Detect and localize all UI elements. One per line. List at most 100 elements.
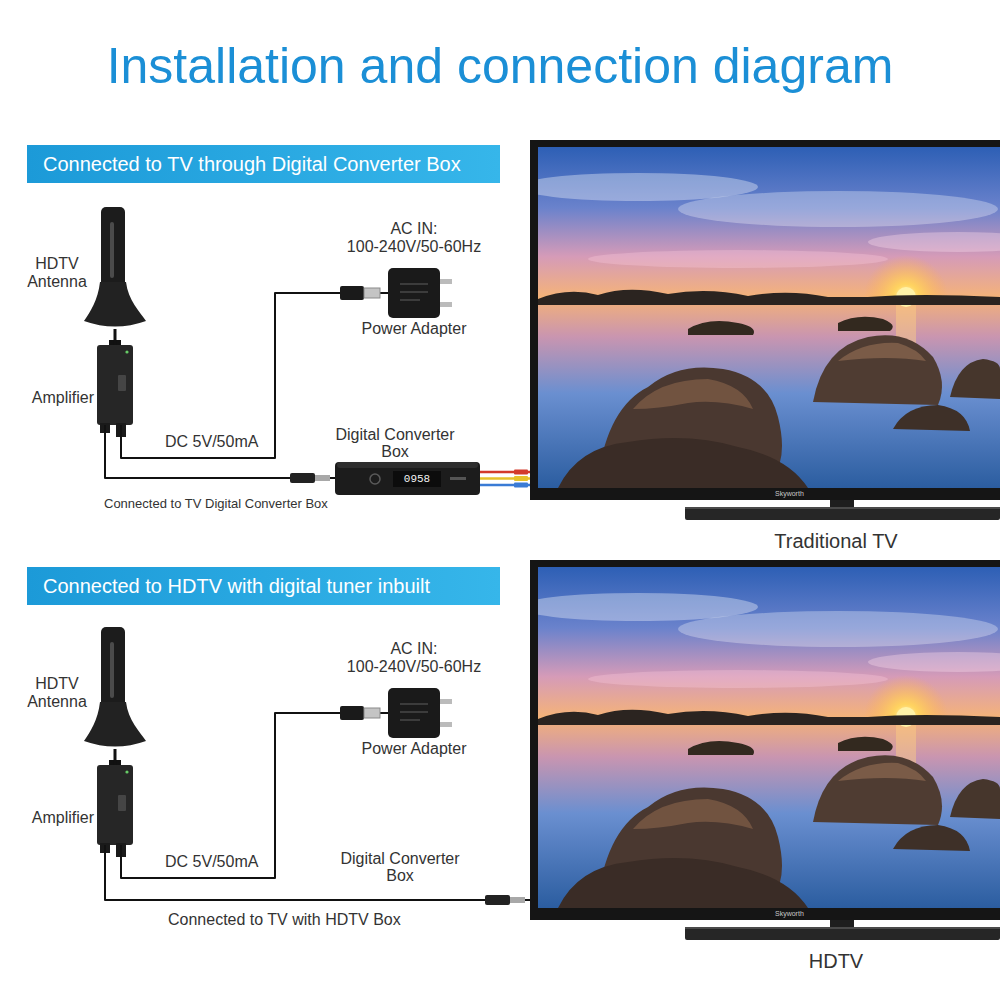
- power-adapter: AC IN: 100-240V/50-60HzPower Adapter: [388, 688, 440, 738]
- tv-set: HDTVSkyworth: [530, 560, 1000, 940]
- text-word: HDTV: [35, 255, 79, 272]
- text-word: TV: [872, 530, 898, 552]
- text-word: 100-240V/50-60Hz: [347, 238, 481, 255]
- converter-box: Digital Converter Box0958: [335, 462, 480, 495]
- device-label: Amplifier: [32, 389, 94, 407]
- text-word: Converter: [333, 153, 421, 175]
- antenna-cable: [114, 329, 117, 345]
- coax-plug: [290, 473, 315, 483]
- cable-label: DC 5V/50mA: [165, 853, 258, 871]
- text-word: tuner: [327, 575, 373, 597]
- device-label: Digital Converter Box: [335, 426, 455, 460]
- usb-plug: [340, 286, 364, 300]
- coax-plug-tip: [510, 897, 525, 903]
- power-cable: [121, 293, 388, 458]
- text-word: Connected: [104, 496, 167, 511]
- brand-logo: Skyworth: [775, 489, 804, 498]
- text-word: Box: [373, 911, 401, 928]
- text-word: 5V/50mA: [193, 433, 259, 450]
- text-word: inbuilt: [378, 575, 430, 597]
- text-word: Digital: [335, 426, 379, 443]
- cable: [121, 706, 388, 878]
- text-word: DC: [165, 433, 188, 450]
- cable-label: Connected to TV Digital Converter Box: [104, 496, 328, 511]
- device-label: Amplifier: [32, 809, 94, 827]
- text-word: Skyworth: [775, 490, 804, 497]
- text-word: 5V/50mA: [193, 853, 259, 870]
- text-word: AC: [390, 640, 412, 657]
- text-word: Antenna: [27, 273, 87, 290]
- tv-picture: [518, 560, 1000, 940]
- text-word: Digital: [205, 496, 241, 511]
- rca-plug: [514, 483, 528, 488]
- diagram-title: Installation and connection diagram: [0, 36, 1000, 96]
- text-word: to: [145, 575, 162, 597]
- converter-box-display: [393, 471, 441, 487]
- antenna: HDTV Antenna: [84, 627, 146, 749]
- coax-cable: [105, 845, 530, 900]
- text-word: TV: [267, 911, 287, 928]
- cable-label: Connected to TV with HDTV Box: [168, 911, 401, 929]
- text-word: 100-240V/50-60Hz: [347, 658, 481, 675]
- text-word: Installation: [107, 38, 346, 94]
- text-word: HDTV: [168, 575, 222, 597]
- cable: [105, 845, 530, 905]
- text-word: DC: [165, 853, 188, 870]
- device-label: Power Adapter: [334, 320, 494, 338]
- tv-picture: [518, 140, 1000, 520]
- coax-plug: [485, 895, 510, 905]
- rca-plug: [514, 476, 528, 481]
- text-word: Power: [362, 320, 407, 337]
- cable: [121, 286, 388, 458]
- amplifier: Amplifier: [97, 345, 133, 425]
- tv-set: Traditional TVSkyworth: [530, 140, 1000, 520]
- rca-plug: [514, 470, 528, 475]
- text-word: and: [360, 38, 443, 94]
- text-word: Power: [362, 740, 407, 757]
- converter-box-mark: [450, 477, 466, 480]
- brand-logo: Skyworth: [775, 909, 804, 918]
- text-word: Box: [426, 153, 460, 175]
- coax-plug-tip: [315, 475, 330, 481]
- text-word: IN:: [417, 640, 437, 657]
- text-word: to: [145, 153, 162, 175]
- cable: [115, 329, 116, 345]
- text-word: HDTV: [325, 911, 369, 928]
- cable: [115, 749, 116, 765]
- device-label: AC IN: 100-240V/50-60Hz: [334, 640, 494, 676]
- text-word: Box: [305, 496, 327, 511]
- text-word: Adapter: [410, 740, 466, 757]
- text-word: TV: [167, 153, 193, 175]
- text-word: Converter: [384, 426, 454, 443]
- display-digits: 0958: [393, 471, 441, 487]
- text-word: Connected: [43, 575, 140, 597]
- text-word: HDTV: [809, 950, 863, 972]
- text-word: Box: [386, 867, 414, 884]
- text-word: digital: [269, 575, 321, 597]
- antenna: HDTV Antenna: [84, 207, 146, 329]
- power-adapter: AC IN: 100-240V/50-60HzPower Adapter: [388, 268, 440, 318]
- coax-cable: [105, 425, 335, 478]
- text-word: to: [171, 496, 182, 511]
- band-heading: Connected to HDTV with digital tuner inb…: [43, 567, 430, 605]
- text-word: Adapter: [410, 320, 466, 337]
- text-word: Digital: [272, 153, 328, 175]
- cable-label: DC 5V/50mA: [165, 433, 258, 451]
- text-word: 0958: [404, 473, 430, 485]
- device-label: Traditional TV: [716, 529, 956, 553]
- text-word: TV: [185, 496, 202, 511]
- text-word: with: [292, 911, 320, 928]
- text-word: through: [198, 153, 266, 175]
- device-label: AC IN: 100-240V/50-60Hz: [334, 220, 494, 256]
- text-word: HDTV: [35, 675, 79, 692]
- text-word: Amplifier: [32, 809, 94, 826]
- text-word: connection: [457, 38, 699, 94]
- text-word: diagram: [713, 38, 894, 94]
- device-label: HDTV Antenna: [22, 675, 92, 711]
- section-band: Connected to HDTV with digital tuner inb…: [27, 567, 500, 605]
- text-word: Connected: [43, 153, 140, 175]
- text-word: Converter: [389, 850, 459, 867]
- converter-box-button: [370, 474, 380, 484]
- text-word: Amplifier: [32, 389, 94, 406]
- usb-plug-tip: [364, 708, 380, 718]
